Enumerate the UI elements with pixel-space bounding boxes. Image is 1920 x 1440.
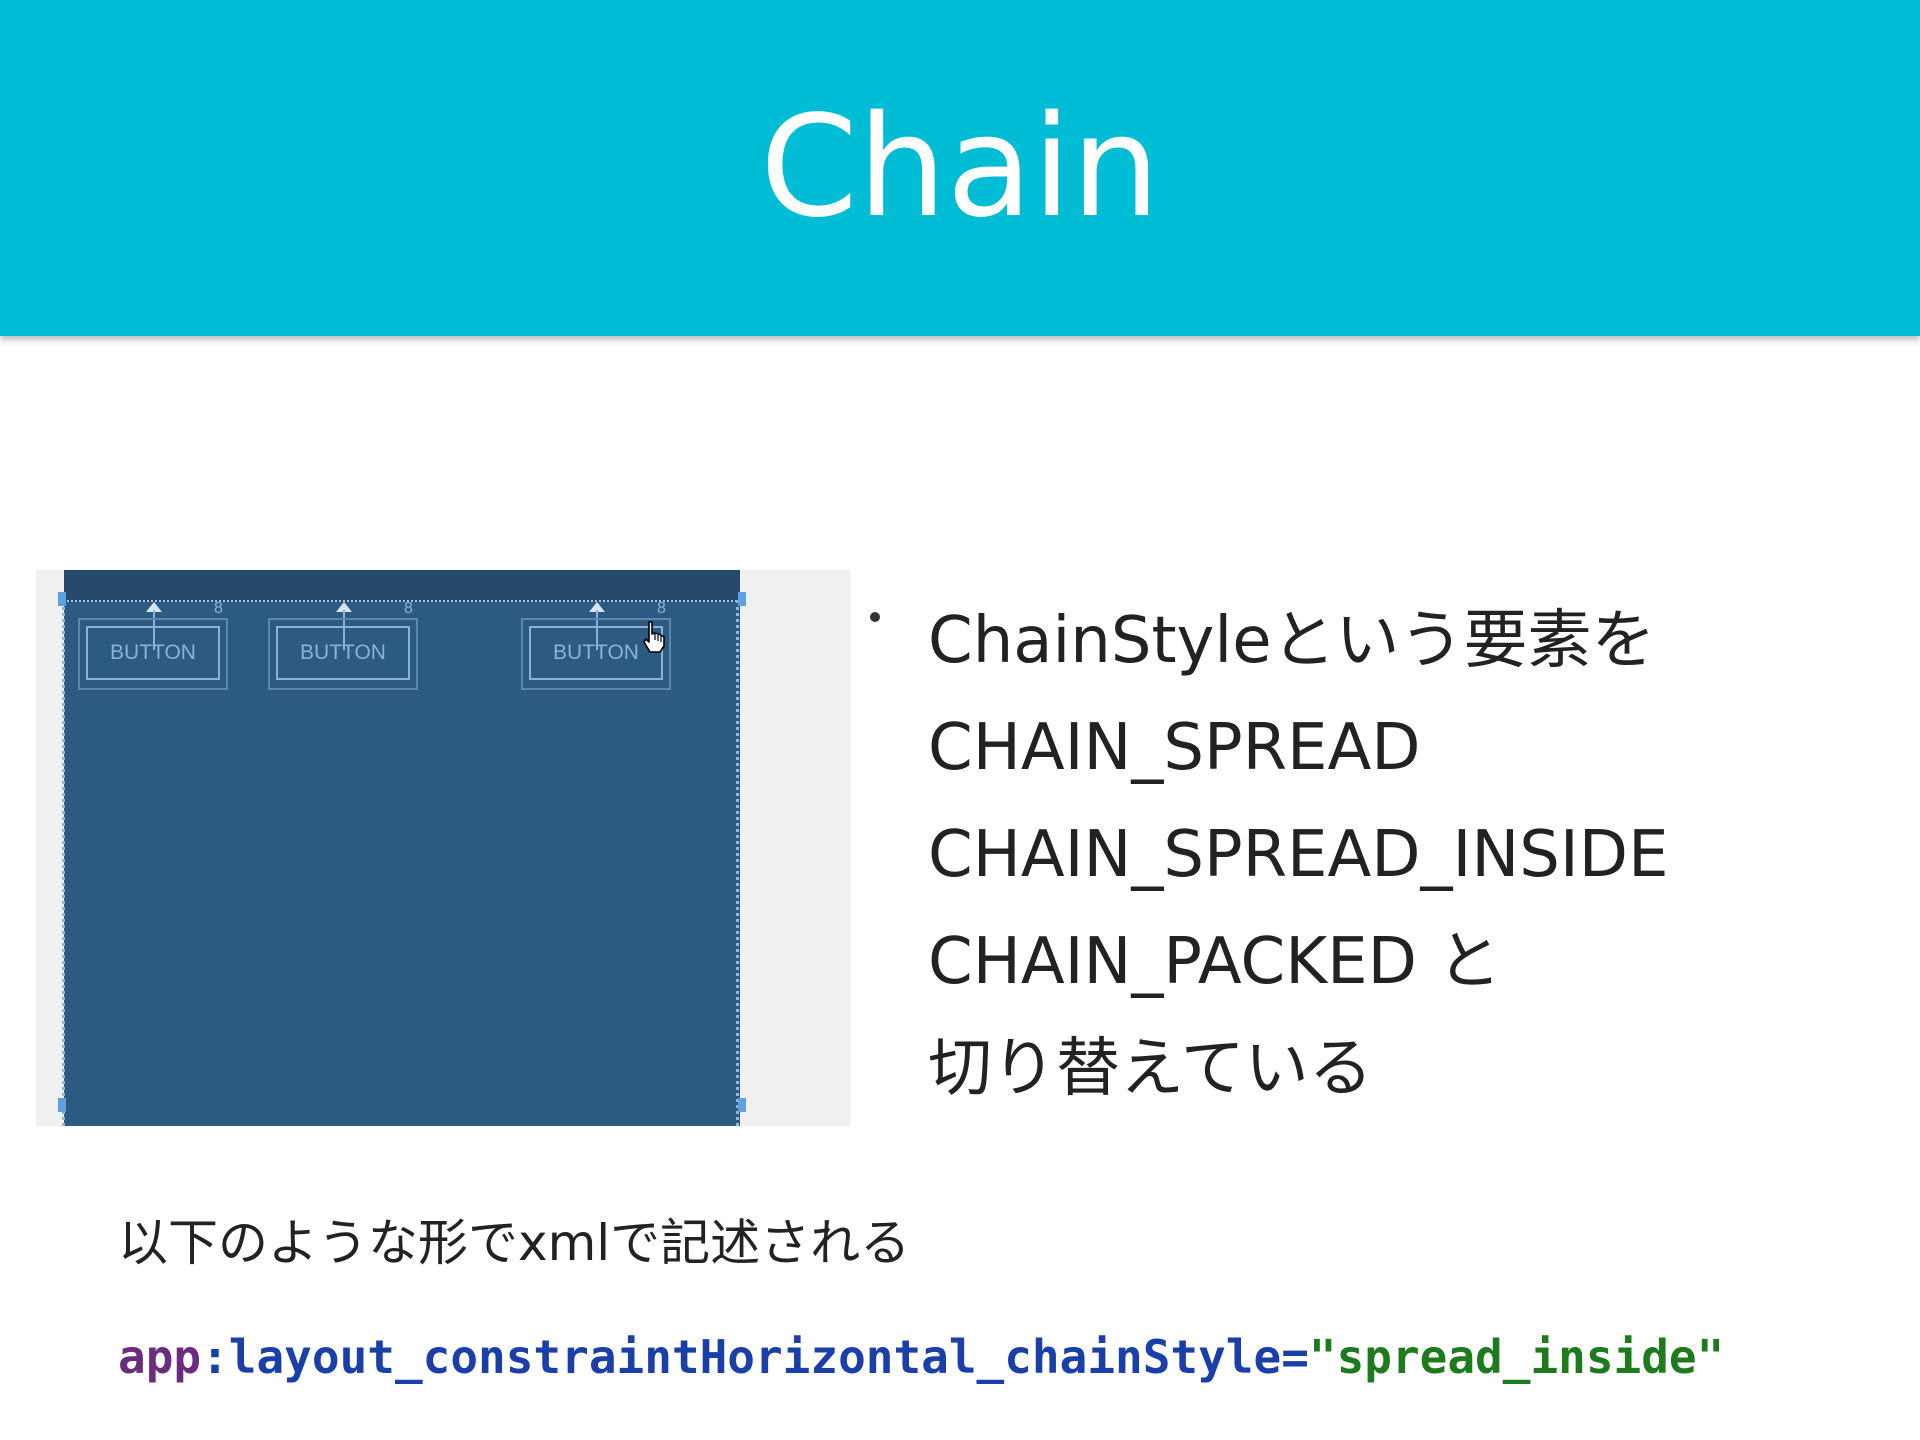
bullet-text: ChainStyleという要素を CHAIN_SPREAD CHAIN_SPRE… <box>928 588 1888 1123</box>
slide-header: Chain <box>0 0 1920 336</box>
canvas-right-edge <box>736 600 742 1126</box>
margin-label: 8 <box>404 600 413 617</box>
resize-handle <box>58 1098 66 1112</box>
bullet-line: CHAIN_PACKED と <box>928 925 1502 999</box>
code-colon: : <box>201 1330 229 1384</box>
code-value: "spread_inside" <box>1308 1330 1725 1384</box>
resize-handle <box>58 592 66 606</box>
code-namespace: app <box>118 1330 202 1384</box>
chain-button-2[interactable]: BUTTON <box>268 618 418 690</box>
bullet-line: ChainStyleという要素を <box>928 604 1656 678</box>
top-anchor-icon <box>146 602 162 612</box>
bullet-line: CHAIN_SPREAD_INSIDE <box>928 818 1669 892</box>
chain-button-label: BUTTON <box>86 626 220 680</box>
caption-text: 以下のような形でxmlで記述される <box>118 1214 911 1272</box>
bullet-line: CHAIN_SPREAD <box>928 711 1421 785</box>
bullet-line: 切り替えている <box>928 1032 1373 1106</box>
margin-label: 8 <box>214 600 223 617</box>
chain-button-1[interactable]: BUTTON <box>78 618 228 690</box>
slide-title: Chain <box>760 86 1160 249</box>
chain-button-label: BUTTON <box>276 626 410 680</box>
bullet-point-icon <box>870 612 880 622</box>
chain-button-label: BUTTON <box>529 626 663 680</box>
constraint-line <box>596 610 598 650</box>
hand-cursor-icon <box>643 621 665 653</box>
top-anchor-icon <box>589 602 605 612</box>
chain-button-3[interactable]: BUTTON <box>521 618 671 690</box>
code-attribute: layout_constraintHorizontal_chainStyle <box>228 1330 1282 1384</box>
canvas-left-edge <box>62 600 68 1126</box>
design-canvas: 8 BUTTON 8 BUTTON 8 BUTTON <box>58 570 746 1126</box>
constraint-line <box>153 610 155 650</box>
resize-handle <box>738 1098 746 1112</box>
layout-editor-screenshot: 8 BUTTON 8 BUTTON 8 BUTTON <box>36 570 851 1126</box>
constraint-line <box>343 610 345 650</box>
margin-label: 8 <box>657 600 666 617</box>
top-anchor-icon <box>336 602 352 612</box>
code-equals: = <box>1281 1330 1309 1384</box>
canvas-top-bar <box>64 570 740 602</box>
resize-handle <box>738 592 746 606</box>
code-snippet: app:layout_constraintHorizontal_chainSty… <box>118 1330 1724 1384</box>
